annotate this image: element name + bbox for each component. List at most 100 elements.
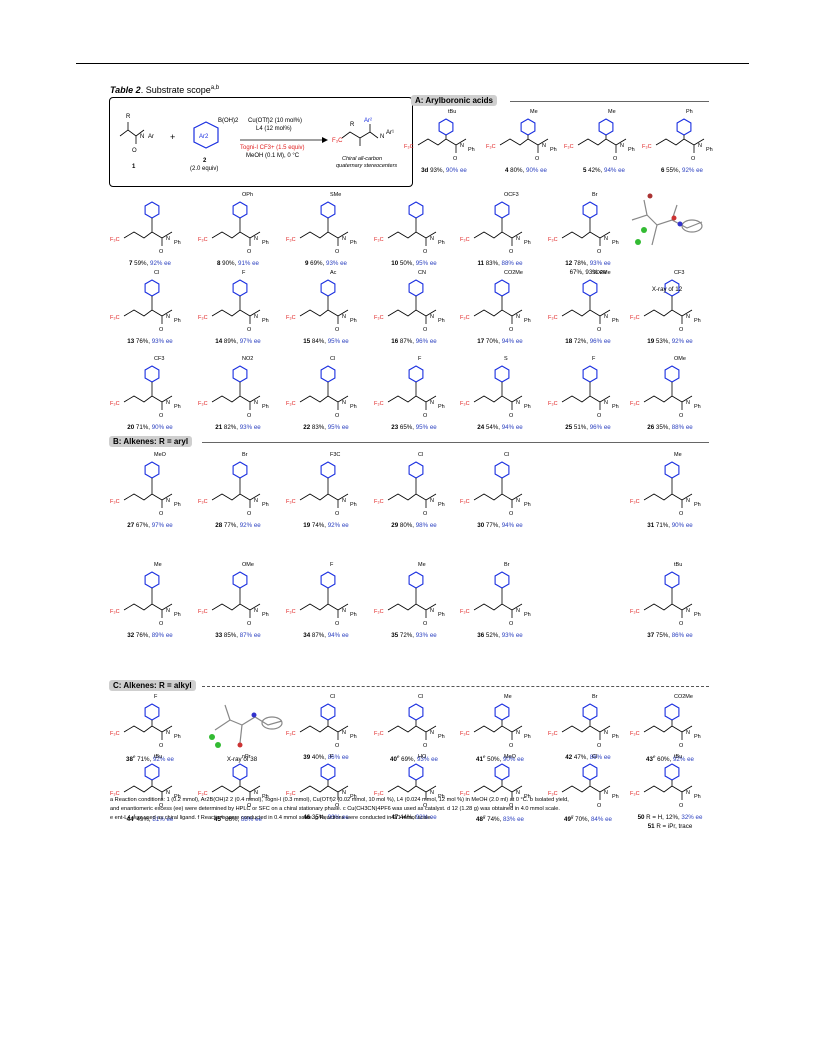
backbone xyxy=(561,296,611,324)
compound-ee: 94% ee xyxy=(604,167,625,174)
backbone xyxy=(473,588,523,618)
compound-ee: 86% ee xyxy=(589,754,611,761)
compound-id: 46 xyxy=(303,814,311,821)
aryl-ring xyxy=(144,201,160,219)
compound-ee: 93% ee xyxy=(415,814,437,821)
compound-caption: 19 53%, 92% ee xyxy=(647,338,692,345)
substituent-label: Cl xyxy=(154,270,159,276)
product-caption-1: Chiral all-carbon xyxy=(342,156,382,162)
compound-id: 40 xyxy=(390,756,397,764)
amide-n: N xyxy=(254,314,258,320)
aryl-ring xyxy=(144,365,160,383)
compound-yield: 84%, xyxy=(310,338,328,345)
amide-ph: Ph xyxy=(438,794,445,800)
aryl-ring xyxy=(408,279,424,297)
amide-n: N xyxy=(254,400,258,406)
aryl-ring xyxy=(232,365,248,383)
compound-yield: 76%, xyxy=(134,338,152,345)
cf3-label: F₃C xyxy=(630,401,640,407)
compound-ee: 84% ee xyxy=(590,816,612,824)
footnote-mark: f xyxy=(133,814,135,819)
amide-n: N xyxy=(604,400,608,406)
compound-ee: 89% ee xyxy=(151,632,173,639)
compound-id: 8 xyxy=(217,260,221,267)
backbone xyxy=(387,780,437,800)
substituent-label: CF3 xyxy=(674,270,684,276)
carbonyl-o: O xyxy=(509,743,514,749)
compound-yield: 87%, xyxy=(310,632,328,639)
amide-ph: Ph xyxy=(262,318,269,324)
compound-yield: 69%, xyxy=(308,260,326,267)
compound-caption: 14 89%, 97% ee xyxy=(215,338,260,345)
substituent-label: F xyxy=(330,562,334,568)
section-b-line xyxy=(202,442,709,443)
compound-caption: 27 67%, 97% ee xyxy=(127,522,172,529)
cf3-label: F₃C xyxy=(374,401,384,407)
footnote-mark: g xyxy=(482,814,486,819)
compound-id: 19 xyxy=(303,522,311,529)
compound-yield: 80%, xyxy=(508,167,526,174)
compound-yield: 72%, xyxy=(398,632,416,639)
amide-n: N xyxy=(342,608,346,614)
compound-ee: 87% ee xyxy=(239,632,261,639)
carbonyl-o: O xyxy=(335,249,340,255)
cf3-label: F₃C xyxy=(198,401,208,407)
compound-caption: 16 87%, 96% ee xyxy=(391,338,436,345)
backbone xyxy=(473,780,523,800)
cf3-label: F₃C xyxy=(630,315,640,321)
compound-caption: 12 78%, 93% ee xyxy=(565,260,610,267)
amide-n: N xyxy=(342,236,346,242)
carbonyl-o: O xyxy=(247,413,252,419)
cf3-label: F₃C xyxy=(110,315,120,321)
backbone xyxy=(387,588,437,618)
compound-ee: 97% ee xyxy=(151,522,173,529)
svg-text:Ar²: Ar² xyxy=(364,118,372,124)
aryl-ring xyxy=(664,365,680,383)
footnotes: a Reaction conditions: 1 (0.2 mmol), Ar2… xyxy=(110,796,710,824)
compound-yield: 50%, xyxy=(398,260,416,267)
cf3-label: F₃C xyxy=(374,237,384,243)
cf3-label: F₃C xyxy=(110,401,120,407)
substituent-label: S xyxy=(504,356,508,362)
cf3-label: F₃C xyxy=(374,499,384,505)
compound-ee: 97% ee xyxy=(239,338,261,345)
aryl-ring xyxy=(664,461,680,479)
carbonyl-o: O xyxy=(247,621,252,627)
svg-text:R: R xyxy=(126,114,131,120)
compound-ee: 88% ee xyxy=(240,816,262,824)
compound-id: 51 xyxy=(647,823,657,830)
backbone xyxy=(577,135,627,153)
carbonyl-o: O xyxy=(597,327,602,333)
compound-ee: 92% ee xyxy=(671,338,693,345)
compound-yield: 74%, xyxy=(485,816,503,824)
aryl-ring xyxy=(232,201,248,219)
section-c-line xyxy=(202,686,709,687)
amide-n: N xyxy=(516,400,520,406)
cf3-label: F₃C xyxy=(110,731,120,737)
compound-yield: 54%, xyxy=(484,424,502,431)
compound-yield: 55%, xyxy=(664,167,682,174)
carbonyl-o: O xyxy=(159,621,164,627)
carbonyl-o: O xyxy=(509,803,514,809)
aryl-ring xyxy=(494,365,510,383)
substituent-label: F xyxy=(418,356,422,362)
amide-n: N xyxy=(166,790,170,796)
top-rule xyxy=(76,63,749,64)
compound-caption: 42 47%, 86% ee xyxy=(565,754,610,761)
backbone xyxy=(643,780,693,800)
compound-yield: 50%, xyxy=(485,756,503,764)
backbone xyxy=(299,588,349,618)
compound-ee: 93% ee xyxy=(589,260,611,267)
section-a-header: A: Arylboronic acids xyxy=(411,95,497,106)
aryl-ring xyxy=(438,118,454,136)
cf3-label: F₃C xyxy=(460,731,470,737)
substituent-label: Br xyxy=(592,694,598,700)
cf3-label: F₃C xyxy=(460,401,470,407)
